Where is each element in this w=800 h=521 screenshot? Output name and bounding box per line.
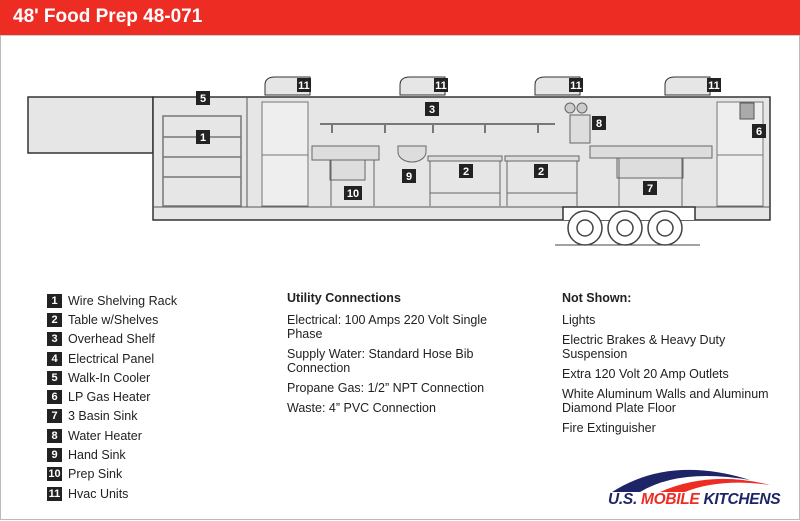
legend-label: Overhead Shelf (68, 332, 155, 347)
not-shown-item: Extra 120 Volt 20 Amp Outlets (562, 367, 729, 381)
legend-number: 4 (47, 351, 62, 366)
legend-item: 5 Walk-In Cooler (47, 368, 177, 387)
legend-label: Electrical Panel (68, 351, 155, 366)
legend-item: 2 Table w/Shelves (47, 310, 177, 329)
legend-item: 1 Wire Shelving Rack (47, 291, 177, 310)
marker-3: 3 (425, 102, 439, 116)
utility-item: Propane Gas: 1/2” NPT Connection (287, 381, 485, 395)
svg-text:1: 1 (200, 132, 206, 144)
legend-label: Table w/Shelves (68, 312, 159, 327)
door (261, 101, 309, 207)
legend-label: 3 Basin Sink (68, 409, 138, 424)
water-heater (569, 114, 591, 144)
svg-text:8: 8 (596, 118, 602, 130)
table (427, 155, 503, 206)
marker-11: 11 (569, 78, 583, 92)
legend-label: Wire Shelving Rack (68, 293, 178, 308)
logo-swoosh (612, 469, 770, 492)
legend-label: LP Gas Heater (68, 390, 151, 405)
marker-11: 11 (297, 78, 311, 92)
legend-number: 6 (47, 390, 62, 405)
overhead-shelf (320, 123, 555, 133)
hvac-unit (664, 76, 711, 96)
not-shown: Not Shown: Lights Electric Brakes & Heav… (562, 291, 777, 441)
svg-text:10: 10 (347, 188, 359, 200)
wheels (567, 210, 683, 246)
logo-text: U.S. MOBILE KITCHENS (608, 491, 781, 508)
hitch-section (27, 96, 154, 154)
marker-11: 11 (434, 78, 448, 92)
utility-item: Electrical: 100 Amps 220 Volt Single Pha… (287, 313, 488, 341)
wire-shelving-rack (162, 115, 242, 207)
legend: 1 Wire Shelving Rack 2 Table w/Shelves 3 Over… (47, 291, 177, 503)
utility-item: Waste: 4” PVC Connection (287, 401, 436, 415)
marker-11: 11 (707, 78, 721, 92)
legend-item: 3 Overhead Shelf (47, 330, 177, 349)
utility-item: Supply Water: Standard Hose Bib Connecti… (287, 347, 474, 375)
legend-number: 1 (47, 293, 62, 308)
marker-7: 7 (643, 181, 657, 195)
marker-10: 10 (344, 186, 362, 200)
marker-8: 8 (592, 116, 606, 130)
svg-text:5: 5 (200, 93, 206, 105)
legend-number: 3 (47, 332, 62, 347)
svg-text:2: 2 (538, 166, 544, 178)
legend-item: 9 Hand Sink (47, 445, 177, 464)
trailer-floor-plan: 5 1 3 8 6 9 10 2 2 7 11 11 11 11 (27, 76, 771, 246)
marker-9: 9 (402, 169, 416, 183)
prep-sink (311, 145, 380, 206)
legend-item: 8 Water Heater (47, 426, 177, 445)
title-bar: 48' Food Prep 48-071 (0, 0, 800, 36)
hvac-unit (399, 76, 446, 96)
svg-text:11: 11 (570, 80, 582, 92)
marker-2: 2 (534, 164, 548, 178)
table (504, 155, 580, 206)
marker-5: 5 (196, 91, 210, 105)
utility-heading: Utility Connections (287, 291, 401, 305)
marker-1: 1 (196, 130, 210, 144)
hand-sink (397, 145, 427, 163)
not-shown-item: White Aluminum Walls and Aluminum Diamon… (562, 387, 769, 415)
legend-number: 8 (47, 428, 62, 443)
legend-item: 4 Electrical Panel (47, 349, 177, 368)
not-shown-heading: Not Shown: (562, 291, 632, 305)
legend-number: 7 (47, 409, 62, 424)
hvac-unit (534, 76, 581, 96)
legend-label: Prep Sink (68, 467, 123, 482)
legend-number: 5 (47, 370, 62, 385)
legend-number: 2 (47, 312, 62, 327)
legend-number: 9 (47, 448, 62, 463)
legend-number: 10 (47, 467, 62, 482)
svg-text:9: 9 (406, 171, 412, 183)
svg-text:11: 11 (298, 80, 310, 92)
legend-label: Walk-In Cooler (68, 370, 151, 385)
not-shown-item: Fire Extinguisher (562, 421, 656, 435)
svg-text:2: 2 (463, 166, 469, 178)
not-shown-item: Electric Brakes & Heavy Duty Suspension (562, 333, 726, 361)
svg-text:3: 3 (429, 104, 435, 116)
marker-2: 2 (459, 164, 473, 178)
svg-text:7: 7 (647, 183, 653, 195)
three-basin-sink (589, 145, 713, 206)
legend-label: Water Heater (68, 428, 142, 443)
legend-number: 11 (47, 486, 62, 501)
page-title: 48' Food Prep 48-071 (13, 6, 203, 27)
legend-label: Hvac Units (68, 486, 129, 501)
svg-text:11: 11 (435, 80, 447, 92)
legend-item: 11 Hvac Units (47, 484, 177, 503)
legend-item: 10 Prep Sink (47, 465, 177, 484)
marker-6: 6 (752, 124, 766, 138)
utility-connections: Utility Connections Electrical: 100 Amps… (287, 291, 502, 421)
svg-text:6: 6 (756, 126, 762, 138)
not-shown-item: Lights (562, 313, 596, 327)
legend-label: Hand Sink (68, 448, 126, 463)
legend-item: 7 3 Basin Sink (47, 407, 177, 426)
legend-item: 6 LP Gas Heater (47, 387, 177, 406)
svg-text:11: 11 (708, 80, 720, 92)
lp-gas-heater (739, 102, 755, 120)
